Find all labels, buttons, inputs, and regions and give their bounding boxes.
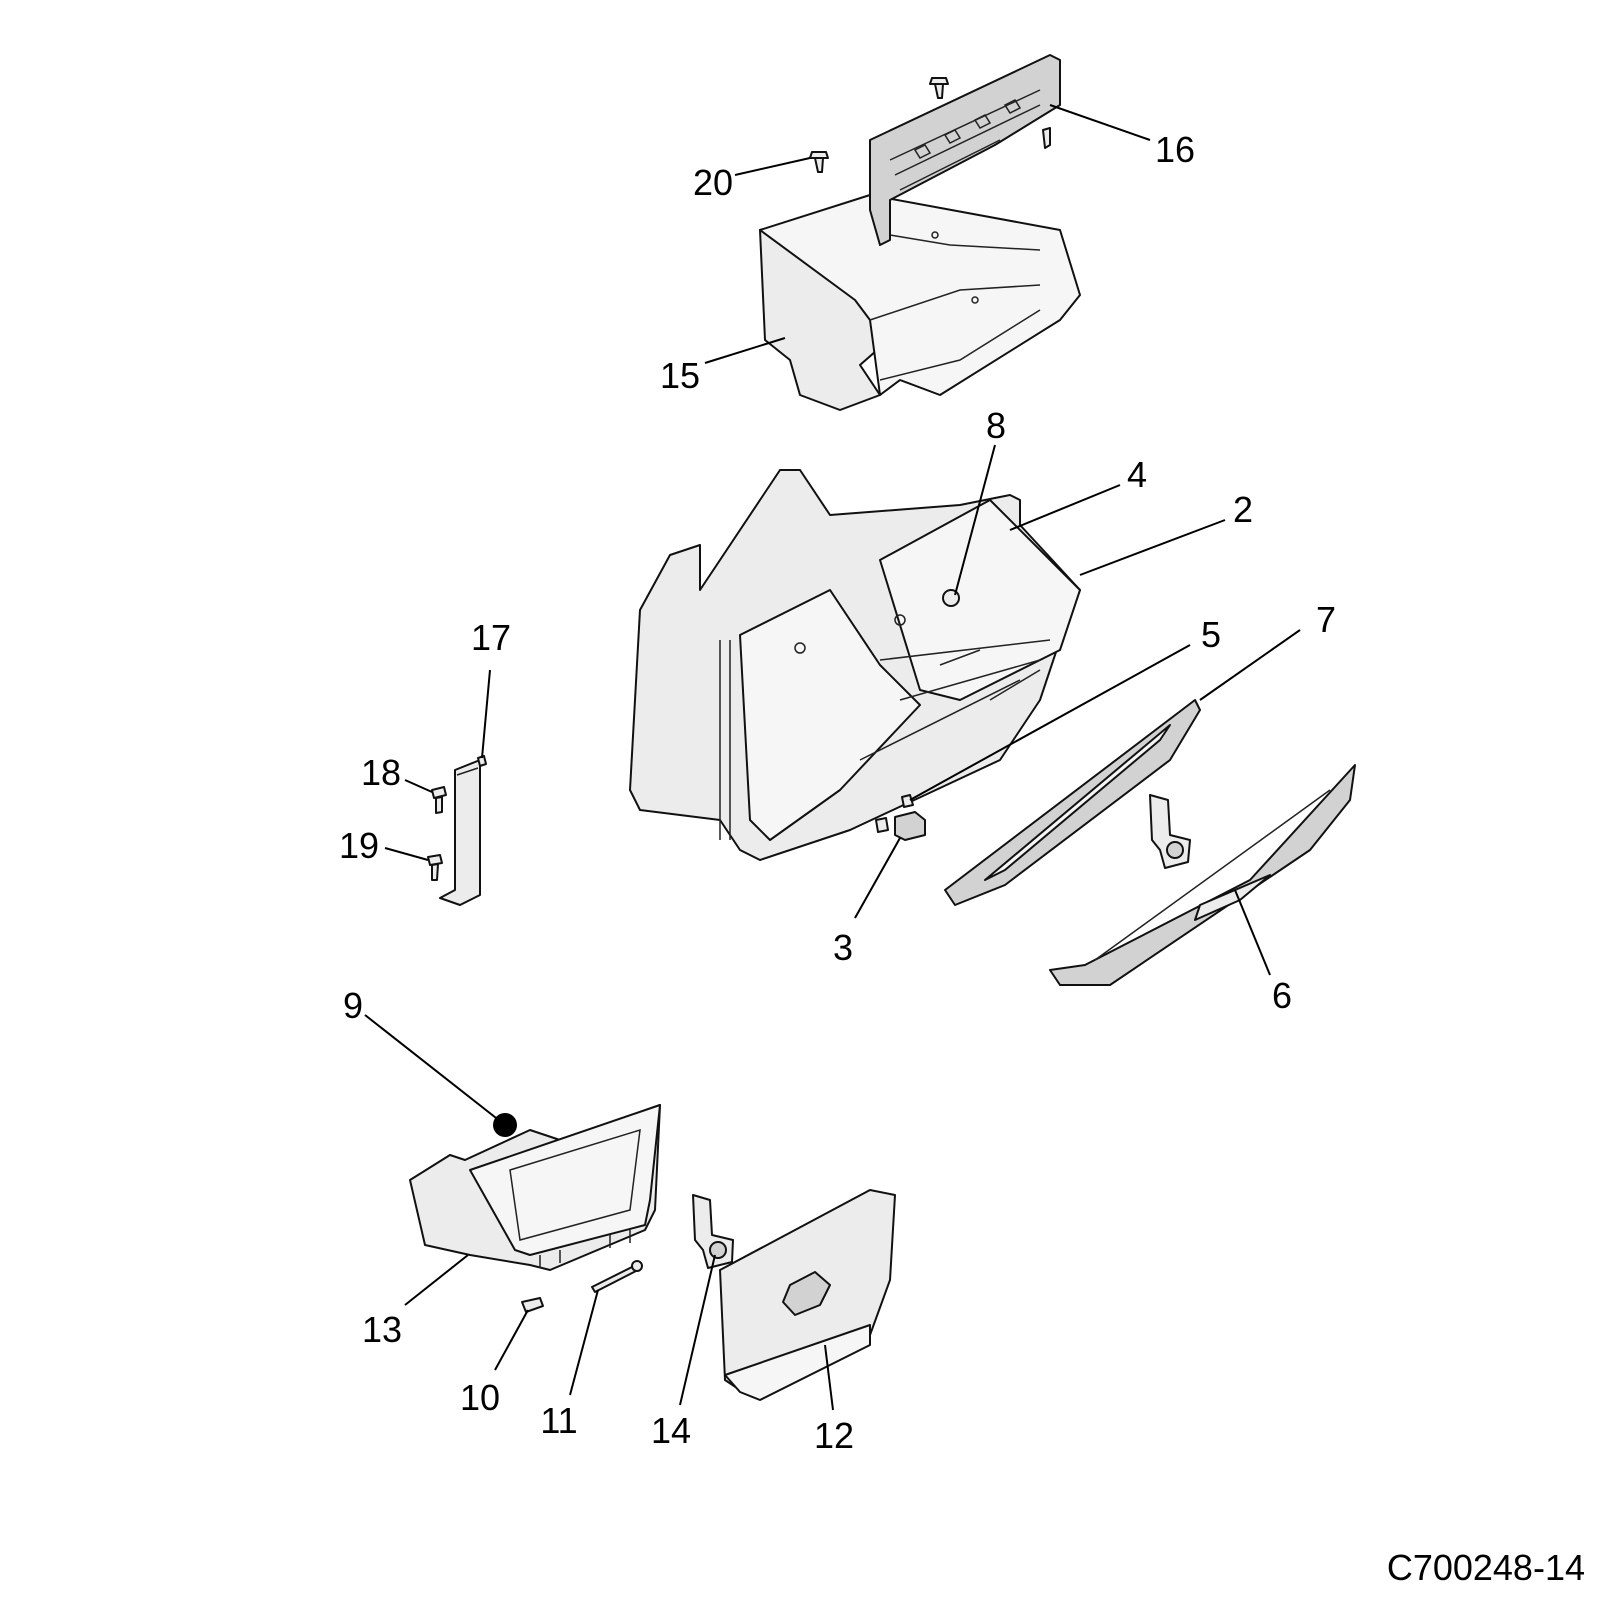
part-18-screw [431, 786, 447, 814]
leader-14 [679, 1254, 716, 1406]
part-15-upper-storage-bin [759, 194, 1081, 411]
leader-13 [404, 1254, 469, 1306]
callout-20: 20 [693, 162, 733, 203]
part-13-lower-bin [409, 1104, 661, 1271]
leader-11 [569, 1289, 599, 1396]
part-5-screws [875, 794, 914, 833]
leader-19 [384, 847, 429, 861]
part-20-push-rivet-upper [929, 77, 949, 99]
leader-4 [1009, 484, 1121, 531]
callout-17: 17 [471, 617, 511, 658]
leader-10 [494, 1309, 529, 1371]
part-10-clip [521, 1297, 544, 1313]
callout-10: 10 [460, 1377, 500, 1418]
callout-14: 14 [651, 1410, 691, 1451]
callout-3: 3 [833, 927, 853, 968]
callout-5: 5 [1201, 614, 1221, 655]
leader-15 [704, 337, 786, 364]
callout-6: 6 [1272, 975, 1292, 1016]
leader-17 [481, 669, 491, 759]
leader-lines [364, 104, 1301, 1411]
leader-20 [734, 157, 811, 176]
callout-12: 12 [814, 1415, 854, 1456]
callout-8: 8 [986, 405, 1006, 446]
part-19-screw [427, 854, 443, 881]
leader-18 [404, 779, 433, 793]
leader-6 [1234, 889, 1271, 976]
part-14-latch [692, 1194, 734, 1269]
callout-15: 15 [660, 355, 700, 396]
callout-16: 16 [1155, 129, 1195, 170]
leader-12 [824, 1344, 834, 1411]
part-16-vented-panel [869, 54, 1061, 246]
callout-18: 18 [361, 752, 401, 793]
leader-9 [364, 1014, 506, 1126]
part-20-push-rivet [809, 151, 829, 173]
callout-9: 9 [343, 985, 363, 1026]
leader-5 [909, 644, 1191, 801]
leader-2 [1079, 519, 1226, 576]
leader-9-dot [493, 1113, 517, 1137]
callout-2: 2 [1233, 489, 1253, 530]
part-11-pin [591, 1260, 643, 1293]
leader-3 [854, 837, 901, 919]
drawing-id: C700248-14 [1387, 1547, 1585, 1588]
callout-11: 11 [540, 1400, 577, 1441]
part-2-main-housing [629, 469, 1081, 861]
callout-19: 19 [339, 825, 379, 866]
callout-4: 4 [1127, 454, 1147, 495]
part-7-door-frame [944, 699, 1201, 906]
part-3-latch-bracket [894, 811, 926, 841]
callout-7: 7 [1316, 599, 1336, 640]
part-17-mounting-bracket [439, 755, 487, 906]
leader-16 [1049, 104, 1151, 141]
leader-7 [1199, 629, 1301, 701]
callout-13: 13 [362, 1309, 402, 1350]
latch-assembly-upper [1149, 794, 1191, 869]
part-12-lower-door [719, 1189, 896, 1401]
callout-numbers: 2 3 4 5 6 7 8 9 10 11 12 13 14 15 16 17 … [339, 129, 1336, 1456]
leader-8 [954, 444, 996, 596]
